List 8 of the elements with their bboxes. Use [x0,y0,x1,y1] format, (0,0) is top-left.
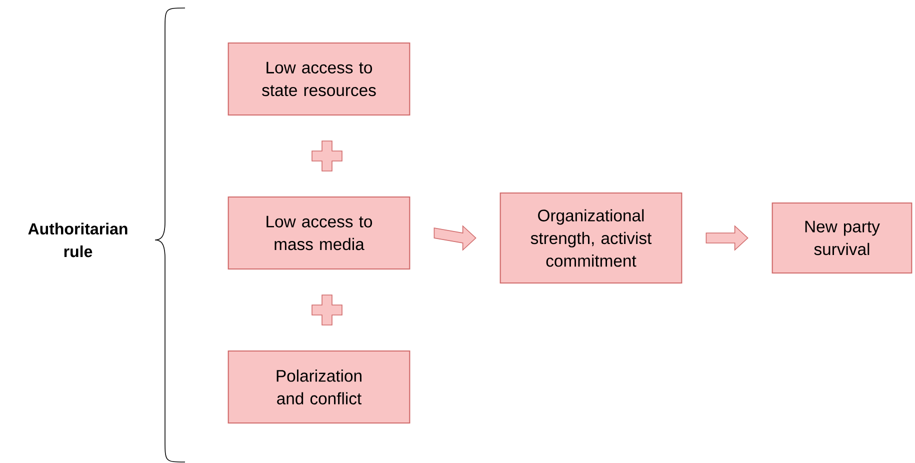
process-box: Low access to mass media [228,196,410,270]
block-arrow [434,225,476,251]
process-box: Low access to state resources [228,42,410,116]
block-arrow [706,225,748,251]
process-box: New party survival [772,202,912,274]
process-box: Polarization and conflict [228,350,410,424]
process-box: Organizational strength, activist commitment [500,192,682,284]
node-label: Authoritarian rule [28,222,128,258]
